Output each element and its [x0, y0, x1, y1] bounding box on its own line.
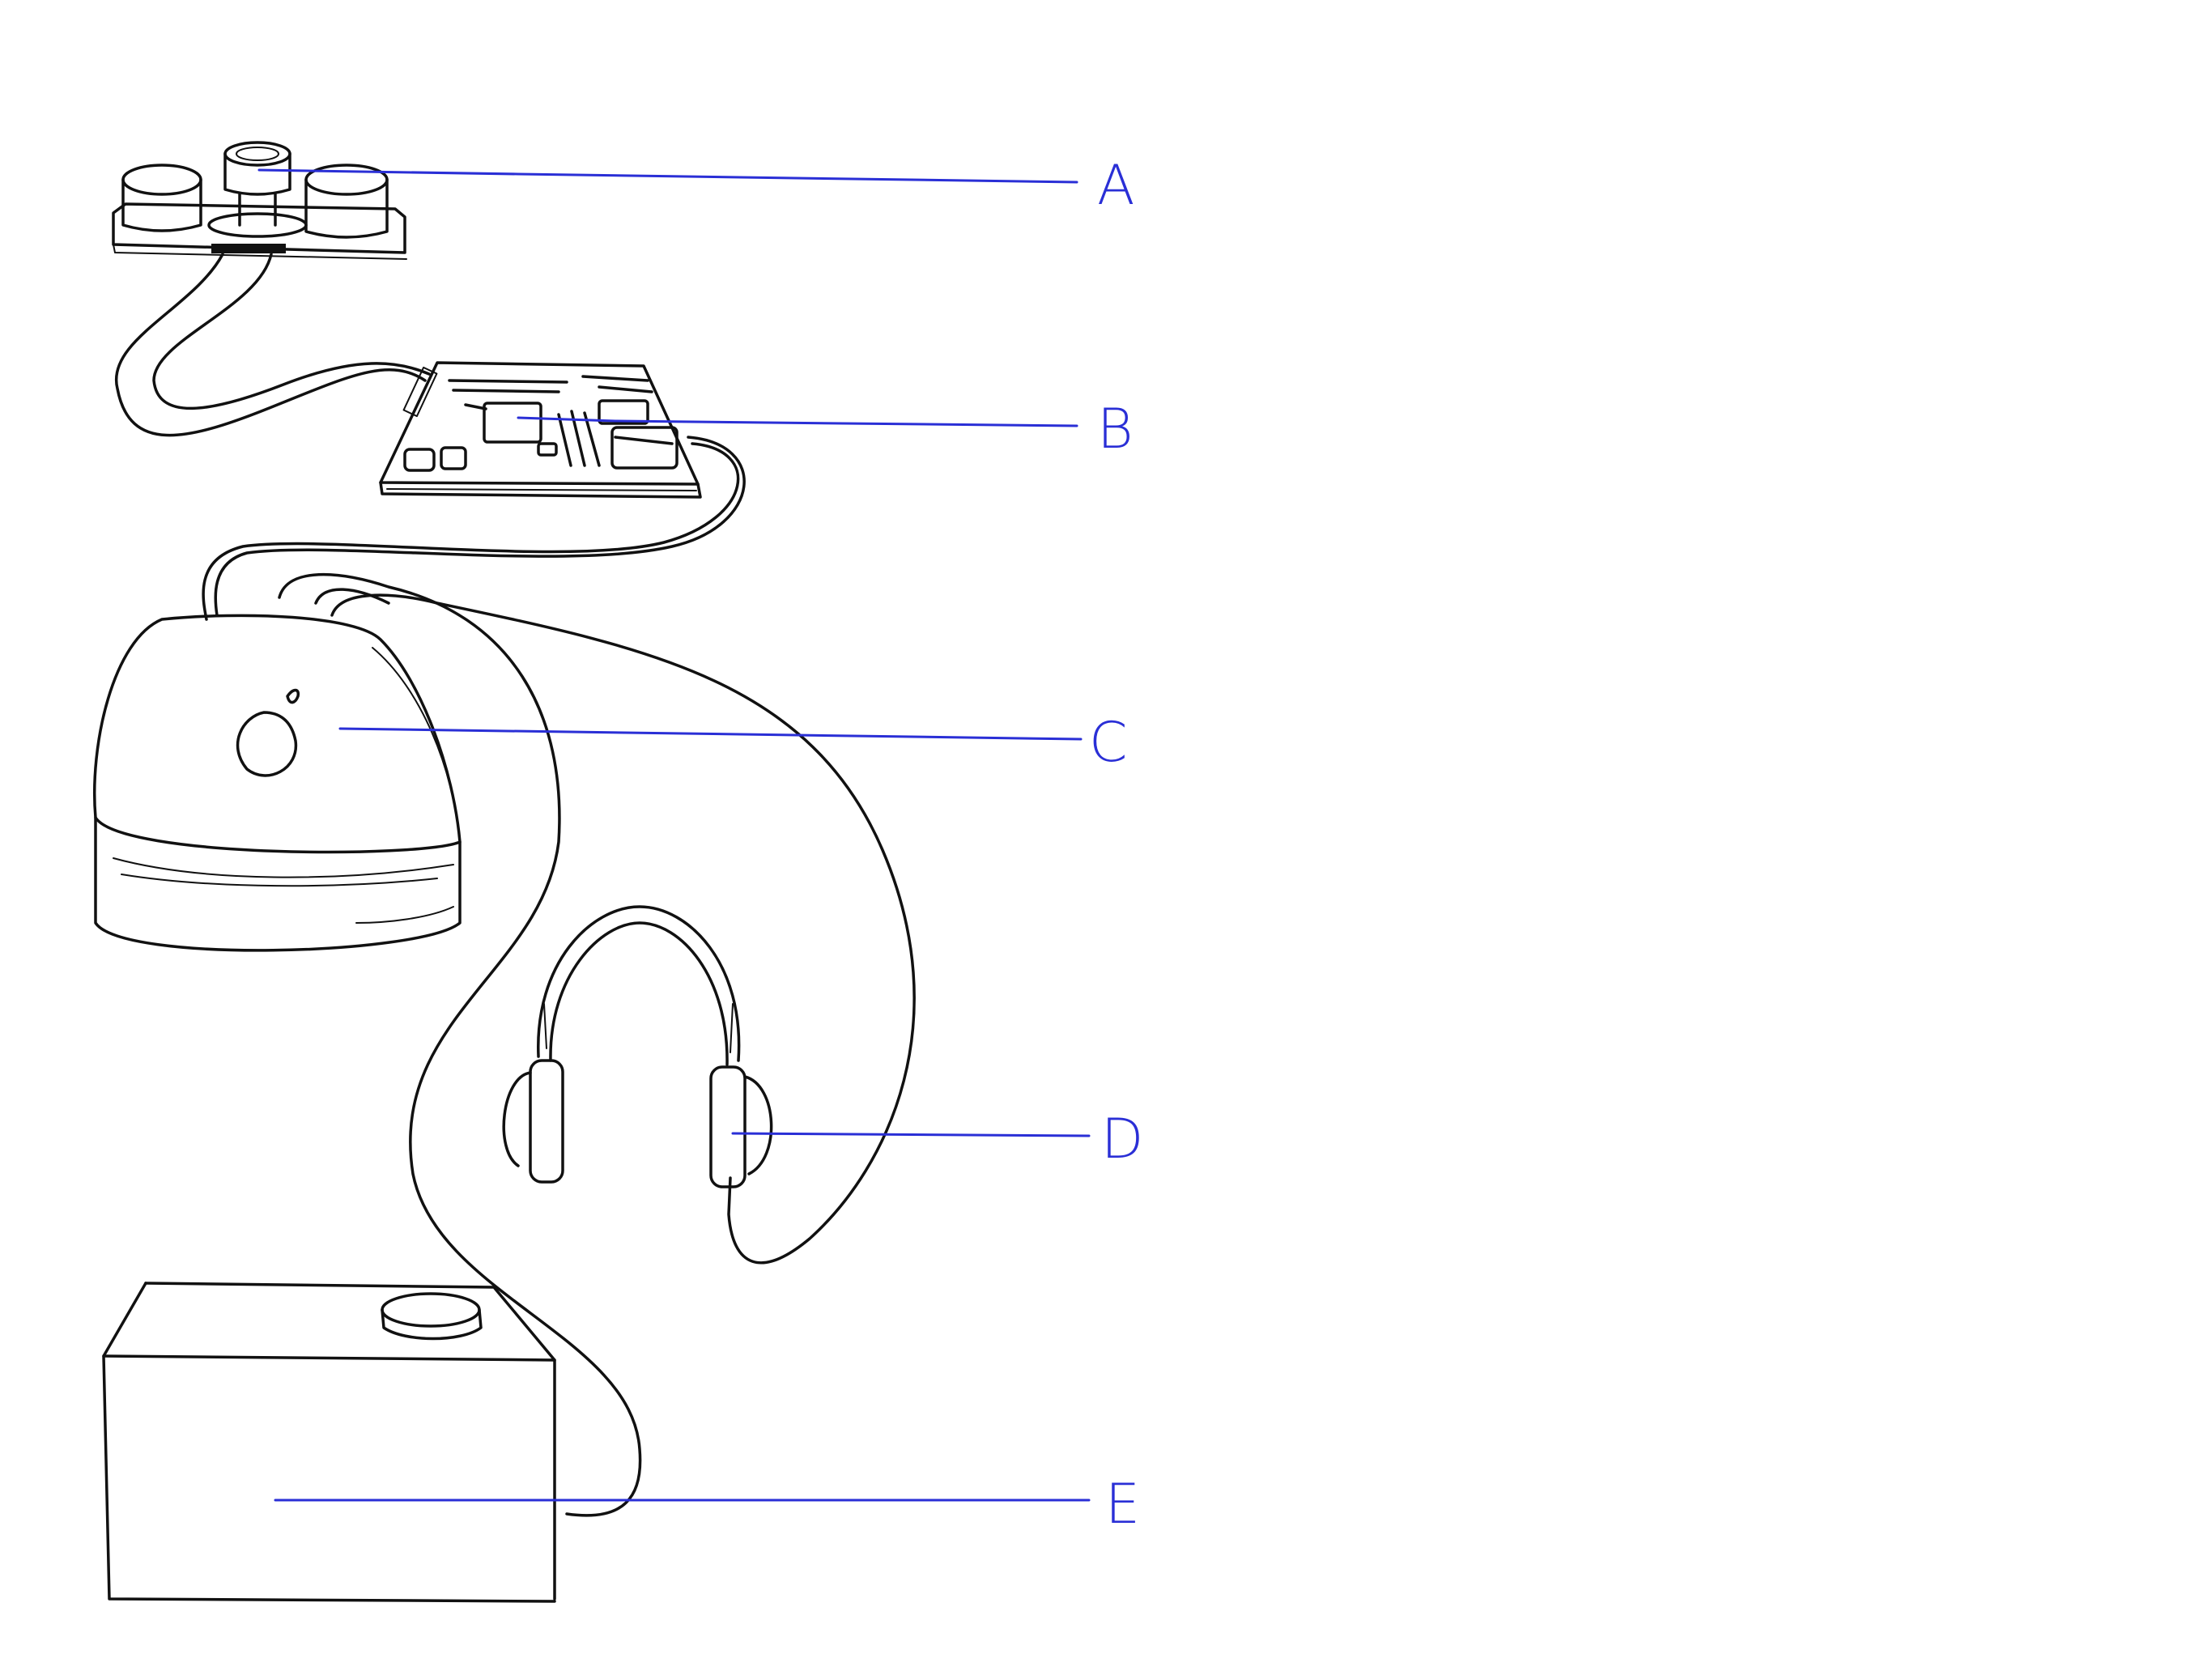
callout-label-a: A	[1097, 154, 1135, 218]
callout-label-d: D	[1101, 1107, 1143, 1171]
dome-unit	[95, 615, 460, 950]
cable-dome-to-box	[279, 575, 640, 1516]
callout-label-e: E	[1105, 1473, 1140, 1537]
cable-board-to-dome	[203, 437, 744, 619]
callout-label-b: B	[1097, 397, 1134, 461]
leader-line-a	[259, 170, 1077, 182]
box-unit	[104, 1283, 555, 1601]
ribbon-cable	[117, 254, 437, 436]
leader-line-c	[340, 729, 1081, 739]
callout-d: D	[733, 1107, 1143, 1171]
sensor-module	[113, 142, 406, 259]
callout-b: B	[518, 397, 1134, 461]
leader-line-d	[733, 1133, 1089, 1136]
callout-c: C	[340, 711, 1127, 775]
callout-e: E	[275, 1473, 1140, 1537]
circuit-board	[381, 363, 700, 497]
callout-label-c: C	[1089, 711, 1127, 775]
headphones	[504, 907, 771, 1187]
